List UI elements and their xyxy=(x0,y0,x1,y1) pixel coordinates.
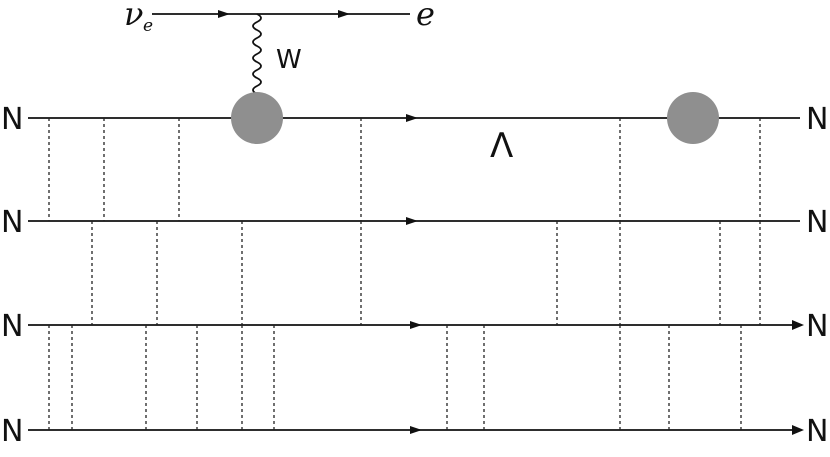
neutrino-subscript: e xyxy=(143,16,153,36)
nucleon-label-left-3: N xyxy=(1,309,23,344)
exchange-lines xyxy=(48,118,761,430)
nucleon-label-right-4: N xyxy=(806,414,828,449)
weak-vertex-blob xyxy=(231,92,283,144)
w-boson: W xyxy=(252,13,302,96)
nucleon-lines xyxy=(28,114,804,435)
lambda-label: Λ xyxy=(490,126,513,166)
lambda-interaction-blob xyxy=(667,92,719,144)
nucleon-label-left-4: N xyxy=(1,414,23,449)
nucleon-label-left-2: N xyxy=(1,205,23,240)
electron-label: e xyxy=(416,0,435,33)
nucleon-label-right-1: N xyxy=(806,102,828,137)
nucleon-label-left-1: N xyxy=(1,102,23,137)
nucleon-label-right-3: N xyxy=(806,309,828,344)
neutrino-label: ν xyxy=(124,0,143,33)
nucleon-label-right-2: N xyxy=(806,205,828,240)
w-boson-label: W xyxy=(276,45,302,75)
lepton-line: ν e e xyxy=(124,0,435,36)
